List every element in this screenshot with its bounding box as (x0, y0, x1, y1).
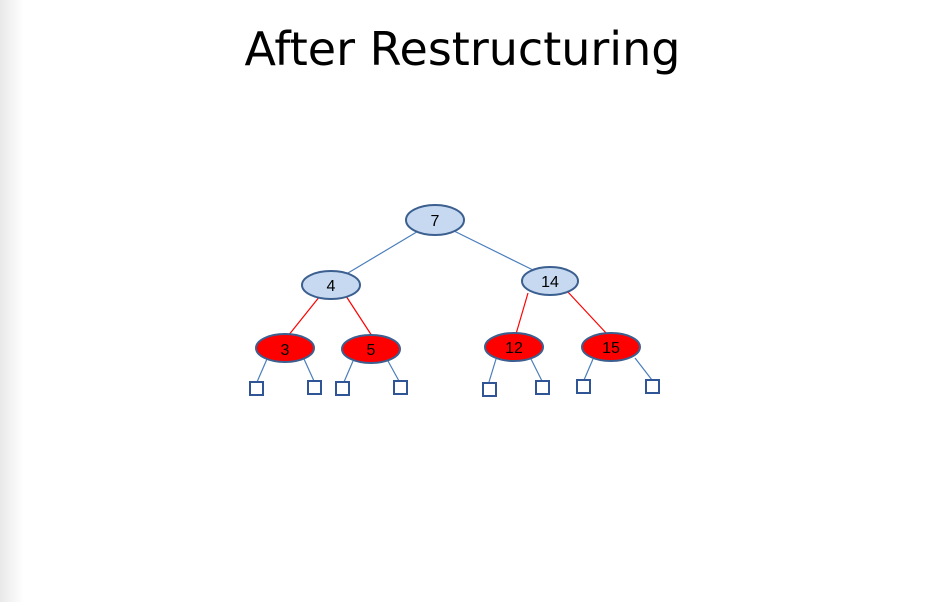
tree-node-12: 12 (484, 332, 544, 362)
tree-node-5: 5 (341, 334, 401, 364)
edge-3-leaf-right (303, 358, 315, 382)
edge-5-leaf-left (343, 360, 354, 383)
edge-15-leaf-right (634, 357, 653, 381)
node-label-5: 5 (367, 342, 376, 359)
edge-15-leaf-left (583, 358, 594, 381)
tree-node-4: 4 (301, 270, 361, 300)
node-label-15: 15 (602, 340, 620, 357)
nil-leaf-3-right (307, 380, 322, 395)
node-label-4: 4 (327, 278, 336, 295)
nil-leaf-15-right (645, 379, 660, 394)
nil-leaf-12-right (535, 380, 550, 395)
node-label-7: 7 (431, 213, 440, 230)
edge-12-leaf-right (530, 358, 543, 382)
nil-leaf-15-left (576, 379, 591, 394)
edge-4-3 (287, 295, 321, 337)
edge-7-4 (347, 229, 421, 274)
nil-leaf-12-left (482, 382, 497, 397)
node-label-3: 3 (281, 342, 290, 359)
nil-leaf-3-left (249, 381, 264, 396)
edge-12-leaf-left (488, 358, 497, 383)
edge-14-15 (566, 290, 608, 335)
tree-node-7: 7 (405, 204, 465, 236)
edge-3-leaf-left (256, 358, 268, 383)
slide-edge-shadow (0, 0, 24, 602)
node-label-14: 14 (541, 274, 559, 291)
edge-4-5 (345, 295, 373, 337)
edge-5-leaf-right (387, 360, 400, 382)
nil-leaf-5-left (335, 381, 350, 396)
tree-node-15: 15 (581, 332, 641, 362)
edge-7-14 (451, 229, 534, 271)
nil-leaf-5-right (393, 380, 408, 395)
node-label-12: 12 (505, 340, 523, 357)
tree-node-3: 3 (255, 333, 315, 363)
edge-14-12 (515, 292, 529, 335)
slide-title: After Restructuring (244, 22, 681, 76)
tree-node-14: 14 (521, 266, 579, 296)
